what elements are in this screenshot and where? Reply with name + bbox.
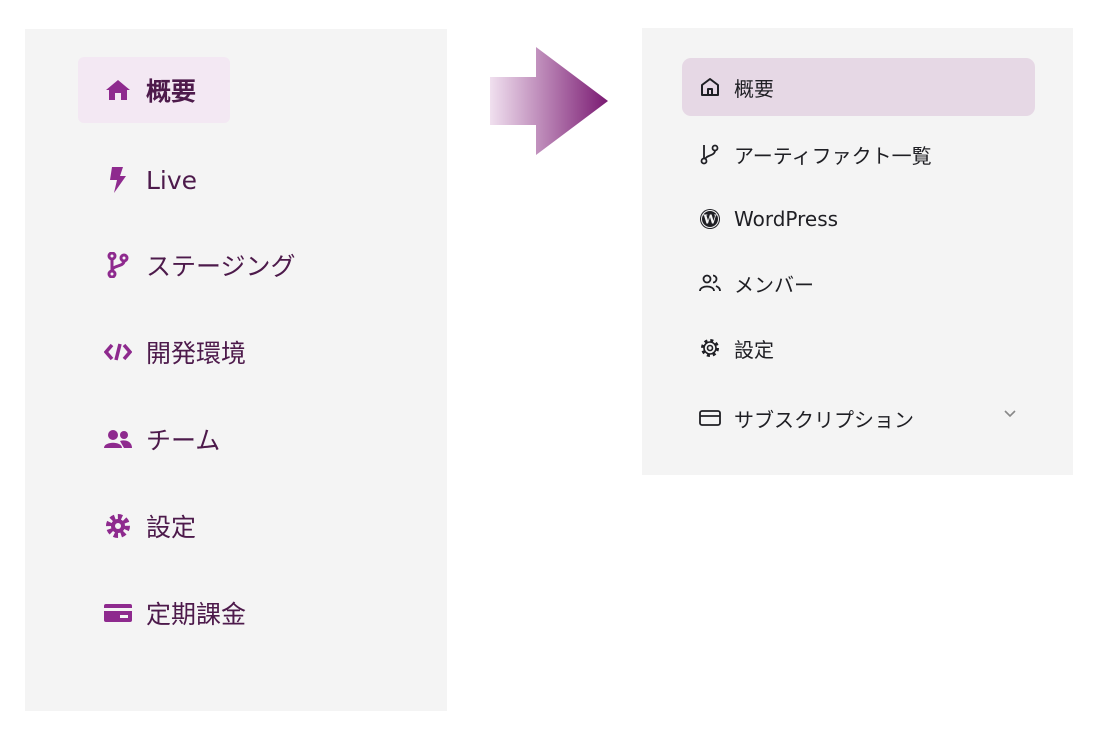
nav-label: 設定 — [146, 513, 197, 542]
new-nav-wordpress[interactable]: W WordPress — [682, 190, 1035, 248]
gear-icon — [104, 512, 132, 540]
code-icon — [104, 338, 132, 366]
nav-label: 概要 — [146, 77, 197, 106]
old-nav-staging[interactable]: ステージング — [78, 232, 378, 298]
home-icon — [104, 76, 132, 104]
bolt-icon — [104, 166, 132, 194]
old-nav-billing[interactable]: 定期課金 — [78, 580, 378, 646]
new-nav-overview[interactable]: 概要 — [682, 58, 1035, 116]
nav-label: ステージング — [146, 252, 296, 281]
credit-card-icon — [698, 406, 722, 430]
nav-label: Live — [146, 165, 198, 195]
nav-label: チーム — [146, 426, 221, 455]
old-nav-settings[interactable]: 設定 — [78, 493, 378, 559]
branch-icon — [698, 142, 722, 166]
new-nav-subscription[interactable]: サブスクリプション — [682, 389, 1035, 447]
nav-label: 定期課金 — [146, 600, 247, 629]
svg-text:W: W — [702, 213, 717, 227]
nav-label: WordPress — [734, 207, 839, 231]
credit-card-icon — [104, 599, 132, 627]
users-icon — [698, 271, 722, 295]
nav-label: サブスクリプション — [734, 407, 914, 432]
new-nav-settings[interactable]: 設定 — [682, 319, 1035, 377]
home-icon — [698, 75, 722, 99]
nav-label: メンバー — [734, 272, 814, 297]
users-icon — [104, 425, 132, 453]
nav-label: 開発環境 — [146, 339, 247, 368]
wordpress-icon: W — [698, 207, 722, 231]
branch-icon — [104, 251, 132, 279]
old-nav-dev[interactable]: 開発環境 — [78, 319, 378, 385]
old-nav-overview[interactable]: 概要 — [78, 57, 230, 123]
nav-label: 概要 — [734, 76, 774, 101]
arrow-icon — [490, 47, 608, 155]
old-sidebar — [25, 29, 447, 711]
new-nav-artifacts[interactable]: アーティファクト一覧 — [682, 125, 1035, 183]
new-nav-members[interactable]: メンバー — [682, 254, 1035, 312]
nav-label: 設定 — [734, 337, 774, 362]
old-nav-team[interactable]: チーム — [78, 406, 378, 472]
chevron-down-icon[interactable] — [1003, 408, 1017, 418]
nav-label: アーティファクト一覧 — [734, 143, 932, 168]
gear-icon — [698, 336, 722, 360]
old-nav-live[interactable]: Live — [78, 147, 378, 213]
